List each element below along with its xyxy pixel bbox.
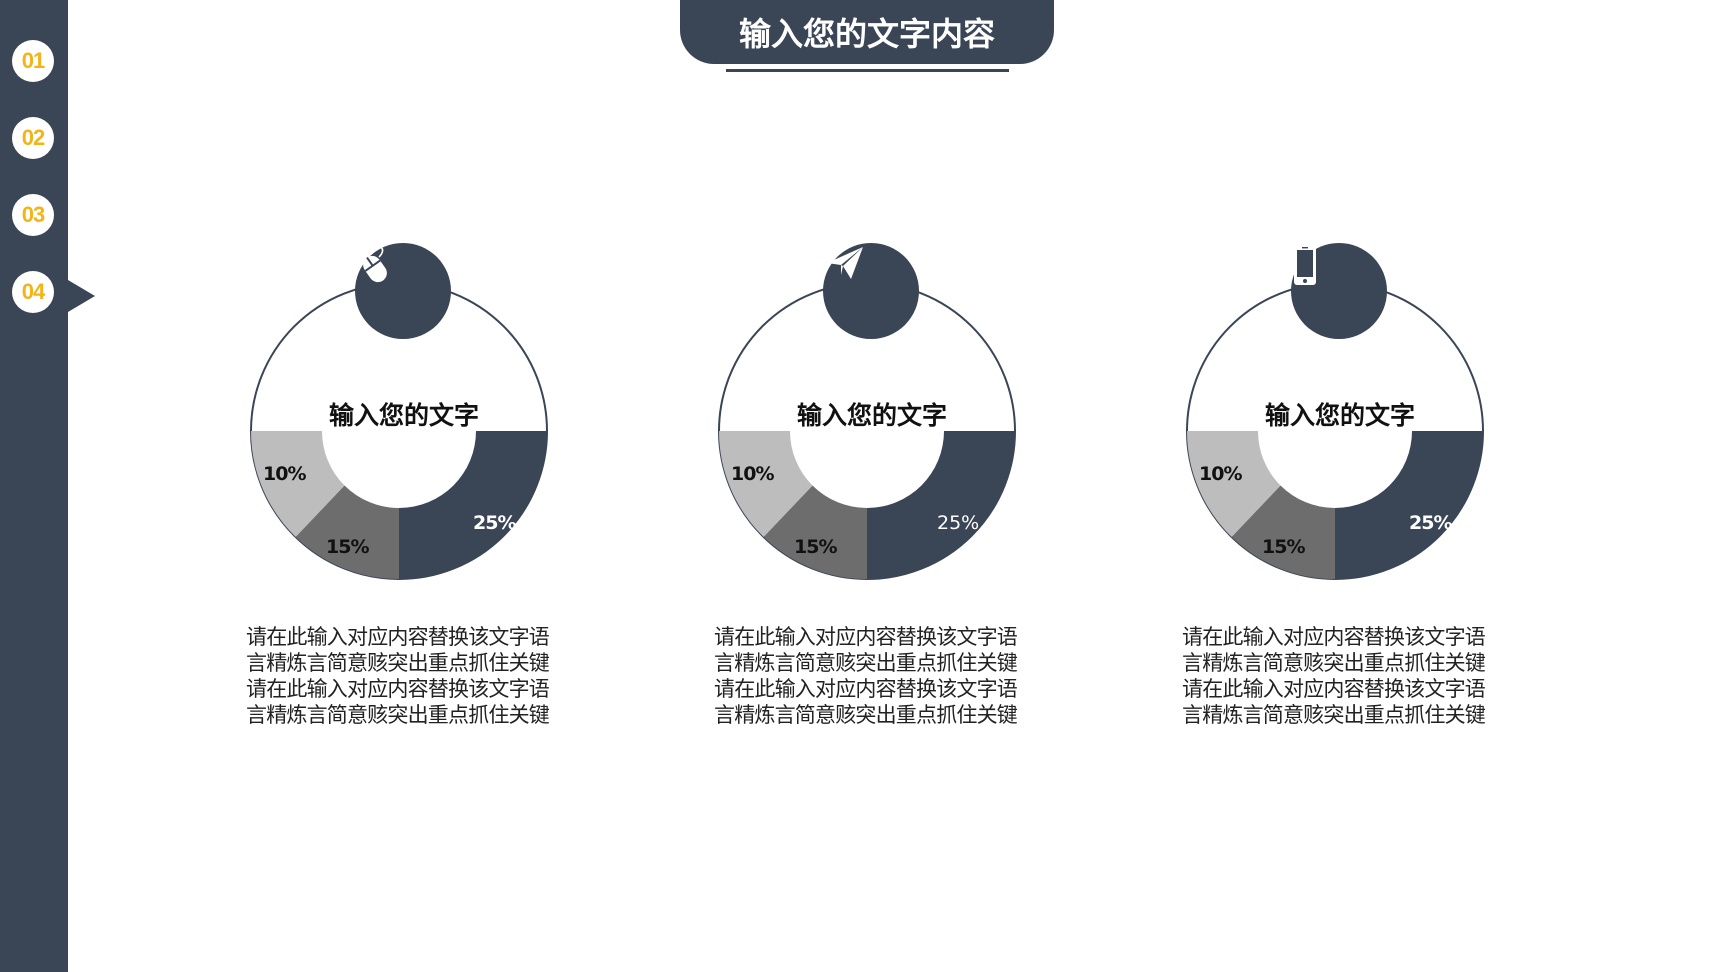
- segment-label-10: 10%: [731, 463, 774, 485]
- segment-10: [719, 431, 813, 537]
- card-title: 输入您的文字: [328, 401, 479, 430]
- segment-label-25: 25%: [1409, 512, 1452, 534]
- sidebar: 01 02 03 04: [0, 0, 68, 972]
- card-title: 输入您的文字: [796, 401, 947, 430]
- card-title: 输入您的文字: [1264, 401, 1415, 430]
- paper-plane-icon: [827, 247, 863, 279]
- segment-15: [295, 485, 399, 579]
- donut-chart: [718, 282, 1016, 580]
- segment-label-15: 15%: [326, 536, 369, 558]
- stat-card-2: 输入您的文字 25% 15% 10% 请在此输入对应内容替换该文字语言精炼言简意…: [712, 240, 1032, 760]
- card-description: 请在此输入对应内容替换该文字语言精炼言简意赅突出重点抓住关键请在此输入对应内容替…: [1182, 625, 1486, 727]
- segment-15: [1231, 485, 1335, 579]
- segment-25: [1335, 431, 1483, 579]
- segment-label-15: 15%: [1262, 536, 1305, 558]
- segment-10: [251, 431, 345, 537]
- smartphone-icon: [1294, 245, 1316, 285]
- nav-item-label: 01: [21, 48, 46, 73]
- segment-10: [1187, 431, 1281, 537]
- card-description: 请在此输入对应内容替换该文字语言精炼言简意赅突出重点抓住关键请在此输入对应内容替…: [714, 625, 1018, 727]
- segment-15: [763, 485, 867, 579]
- nav-item-04[interactable]: 04: [12, 271, 54, 313]
- active-nav-indicator: [68, 280, 95, 312]
- mouse-icon-badge: [355, 242, 451, 339]
- card-description: 请在此输入对应内容替换该文字语言精炼言简意赅突出重点抓住关键请在此输入对应内容替…: [246, 625, 550, 727]
- nav-item-label: 02: [21, 125, 46, 150]
- smartphone-icon-badge: [1291, 243, 1387, 339]
- segment-label-15: 15%: [794, 536, 837, 558]
- nav-item-03[interactable]: 03: [12, 194, 54, 236]
- segment-label-10: 10%: [263, 463, 306, 485]
- page-title-text: 输入您的文字内容: [738, 15, 995, 53]
- nav-item-label: 03: [21, 202, 46, 227]
- mouse-icon: [363, 242, 387, 283]
- segment-label-10: 10%: [1199, 463, 1242, 485]
- nav-item-01[interactable]: 01: [12, 40, 54, 82]
- page-title: 输入您的文字内容: [680, 0, 1054, 64]
- segment-25: [867, 431, 1015, 579]
- paper-plane-icon-badge: [823, 243, 919, 339]
- nav-item-02[interactable]: 02: [12, 117, 54, 159]
- nav-item-label: 04: [21, 279, 46, 304]
- segment-label-25: 25%: [937, 512, 980, 534]
- donut-chart: [250, 282, 548, 580]
- title-underline: [726, 69, 1009, 72]
- segment-25: [399, 431, 547, 579]
- segment-label-25: 25%: [473, 512, 516, 534]
- stat-card-1: 输入您的文字 25% 15% 10% 请在此输入对应内容替换该文字语言精炼言简意…: [244, 240, 564, 760]
- stat-card-3: 输入您的文字 25% 15% 10% 请在此输入对应内容替换该文字语言精炼言简意…: [1180, 240, 1500, 760]
